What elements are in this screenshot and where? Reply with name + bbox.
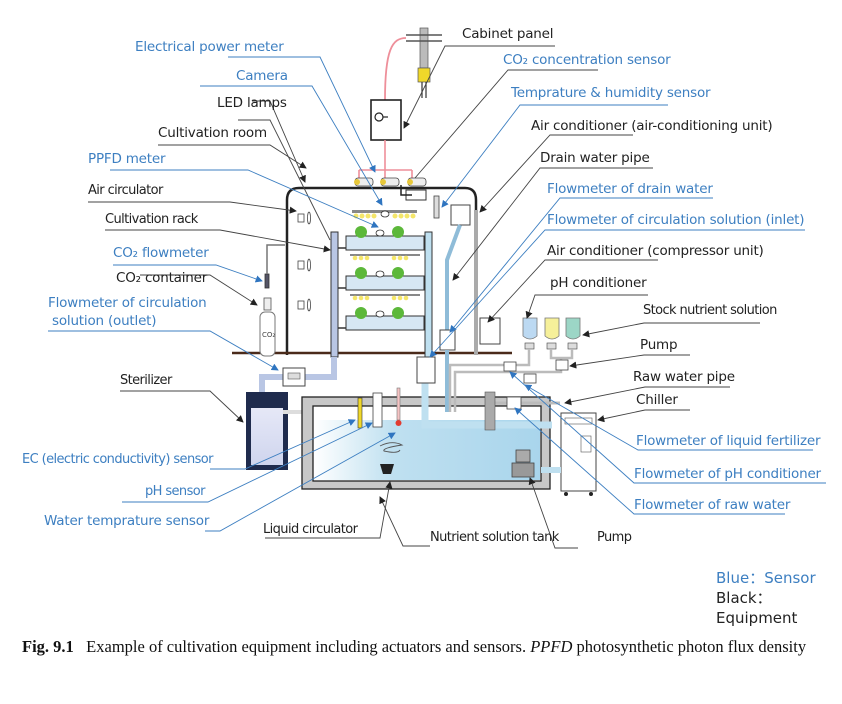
air-conditioner-unit: [450, 204, 471, 226]
liquid-circulator-swirl: [379, 442, 404, 453]
ph-sensor-icon: [372, 392, 383, 428]
co2-bottle-text: CO₂: [262, 331, 275, 339]
label-water-temprature-sensor: Water temprature sensor: [44, 513, 210, 529]
equipment-leader-lines: [88, 45, 760, 549]
label-flowmeter-liquid-fertilizer: Flowmeter of liquid fertilizer: [636, 433, 821, 449]
label-drain-water-pipe: Drain water pipe: [540, 150, 650, 166]
label-ec-sensor: EC (electric conductivity) sensor: [22, 452, 213, 467]
label-liquid-circulator: Liquid circulator: [263, 522, 358, 537]
led-lamps-top: [352, 210, 417, 219]
flowmeter-liquid-fertilizer-icon: [523, 373, 537, 384]
label-air-circulator: Air circulator: [88, 183, 163, 198]
figure-number: Fig. 9.1: [22, 637, 74, 656]
power-line: [384, 37, 407, 101]
label-ph-sensor: pH sensor: [145, 484, 205, 499]
power-distribution: [358, 140, 413, 180]
stock-nutrient-bottles: [522, 317, 581, 350]
label-ppfd-meter: PPFD meter: [88, 151, 166, 167]
label-cabinet-panel: Cabinet panel: [462, 26, 554, 42]
flowmeter-drain-icon: [439, 329, 456, 351]
label-temprature-humidity-sensor: Temprature & humidity sensor: [511, 85, 711, 101]
label-flowmeter-circulation-outlet-1: Flowmeter of circulation: [48, 295, 207, 311]
co2-flowmeter-icon: [264, 273, 270, 289]
legend: Blue：Sensor Black：Equipment: [716, 568, 842, 628]
label-flowmeter-circulation-inlet: Flowmeter of circulation solution (inlet…: [547, 212, 805, 228]
flowmeter-ph-conditioner-icon: [503, 361, 517, 372]
label-nutrient-solution-tank: Nutrient solution tank: [430, 530, 559, 545]
label-led-lamps: LED lamps: [217, 95, 287, 111]
caption-abbr-def: photosynthetic photon flux density: [576, 637, 807, 656]
water-temp-sensor-icon: [396, 387, 401, 421]
label-co2-flowmeter: CO₂ flowmeter: [113, 245, 209, 261]
figure-caption: Fig. 9.1 Example of cultivation equipmen…: [22, 635, 822, 658]
ac-compressor-unit: [479, 317, 501, 345]
caption-text: Example of cultivation equipment includi…: [86, 637, 527, 656]
label-sterilizer: Sterilizer: [120, 373, 172, 388]
air-circulators: [297, 211, 311, 312]
label-chiller: Chiller: [636, 392, 678, 408]
label-cultivation-room: Cultivation room: [158, 125, 267, 141]
pump-top-icon: [555, 359, 569, 371]
label-co2-concentration-sensor: CO₂ concentration sensor: [503, 52, 671, 68]
legend-sensor: Blue：Sensor: [716, 569, 816, 587]
label-pump-top: Pump: [640, 337, 678, 353]
flowmeter-raw-water-icon: [506, 396, 522, 410]
co2-container: CO₂: [259, 244, 285, 357]
utility-pole: [406, 27, 442, 98]
liquid-circulator: [380, 464, 394, 474]
caption-abbr: PPFD: [530, 637, 573, 656]
cabinet-panel: [370, 99, 402, 141]
label-electrical-power-meter: Electrical power meter: [135, 39, 284, 55]
label-flowmeter-drain-water: Flowmeter of drain water: [547, 181, 713, 197]
label-flowmeter-ph-conditioner: Flowmeter of pH conditioner: [634, 466, 821, 482]
ec-sensor-icon: [357, 397, 363, 429]
power-meters: [354, 177, 427, 187]
legend-equipment: Black：Equipment: [716, 589, 798, 627]
label-cultivation-rack: Cultivation rack: [105, 212, 198, 227]
label-flowmeter-circulation-outlet-2: solution (outlet): [52, 313, 157, 329]
drain-water-pipe: [445, 224, 462, 345]
label-camera: Camera: [236, 68, 288, 84]
label-air-conditioner-compressor: Air conditioner (compressor unit): [547, 243, 764, 259]
cultivation-rack: [330, 226, 433, 358]
pump-bottom-icon: [511, 462, 535, 478]
label-raw-water-pipe: Raw water pipe: [633, 369, 735, 385]
label-flowmeter-raw-water: Flowmeter of raw water: [634, 497, 791, 513]
label-ph-conditioner: pH conditioner: [550, 275, 647, 291]
cultivation-room: [285, 186, 478, 355]
temp-humidity-sensor-icon: [433, 195, 440, 219]
sensor-leader-lines: [48, 56, 826, 532]
label-co2-container: CO₂ container: [116, 270, 208, 286]
label-stock-nutrient-solution: Stock nutrient solution: [643, 303, 777, 318]
flowmeter-inlet-icon: [416, 356, 436, 384]
label-air-conditioner-unit: Air conditioner (air-conditioning unit): [531, 118, 773, 134]
label-pump-bottom: Pump: [597, 530, 632, 545]
